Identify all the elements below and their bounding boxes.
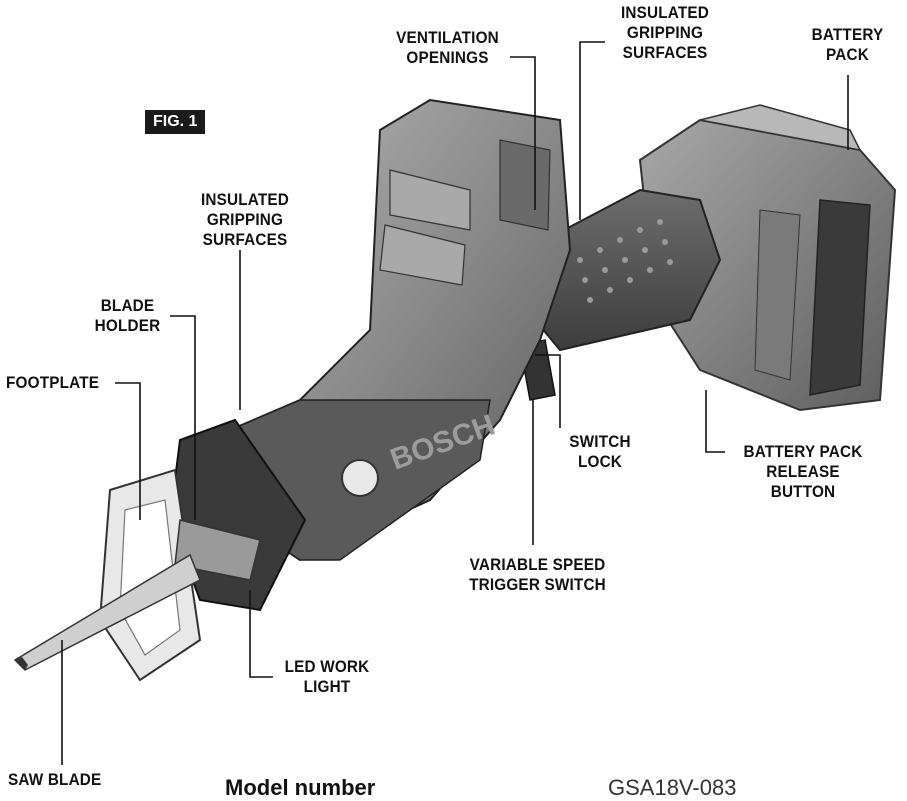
label-blade-holder: BLADE HOLDER (94, 296, 161, 335)
label-ventilation-openings: VENTILATION OPENINGS (396, 28, 499, 67)
model-number-key: Model number (225, 775, 376, 800)
label-switch-lock: SWITCH LOCK (569, 432, 631, 471)
figure-label: FIG. 1 (145, 110, 206, 134)
leader-lines (61, 41, 849, 765)
battery-pack (638, 104, 897, 412)
label-insulated-gripping-left: INSULATED GRIPPING SURFACES (200, 190, 290, 249)
label-battery-pack: BATTERY PACK (811, 25, 884, 64)
label-insulated-gripping-top: INSULATED GRIPPING SURFACES (620, 3, 710, 62)
model-number-value: GSA18V-083 (608, 775, 737, 800)
label-battery-release-button: BATTERY PACK RELEASE BUTTON (743, 442, 863, 501)
label-saw-blade: SAW BLADE (8, 770, 102, 789)
label-footplate: FOOTPLATE (6, 373, 100, 392)
brand-logo-icon (341, 459, 379, 497)
blade-assembly (13, 418, 307, 682)
label-led-work-light: LED WORK LIGHT (284, 657, 370, 696)
label-trigger-switch: VARIABLE SPEED TRIGGER SWITCH (469, 555, 606, 594)
